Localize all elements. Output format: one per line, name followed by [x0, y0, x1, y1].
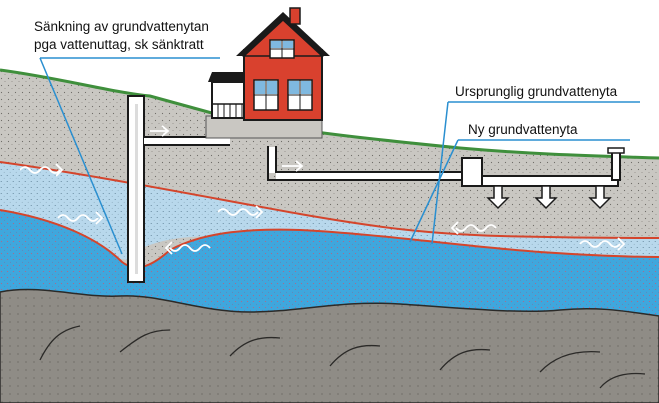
original-water-table-label: Ursprunglig grundvattenyta — [455, 84, 618, 99]
drawdown-label-line1: Sänkning av grundvattenytan — [34, 19, 209, 34]
house-icon — [206, 8, 330, 138]
new-water-table-label: Ny grundvattenyta — [468, 122, 578, 137]
drawdown-label-line2: pga vattenuttag, sk sänktratt — [34, 37, 204, 52]
